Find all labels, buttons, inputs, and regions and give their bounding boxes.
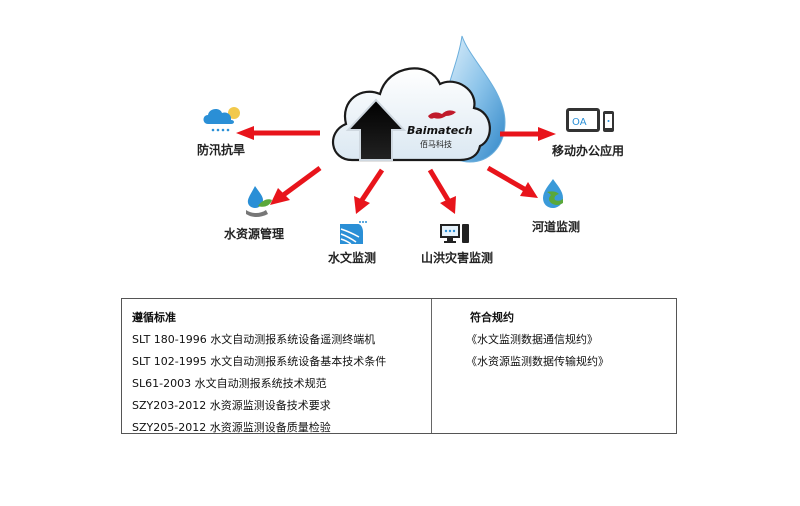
- arrow-to-hydrology: [354, 168, 385, 214]
- logo-mark-icon: [428, 110, 456, 119]
- arrow-to-water-resource: [270, 165, 322, 205]
- node-label-mobile-office: 移动办公应用: [552, 144, 625, 158]
- oa-badge: OA: [572, 117, 587, 128]
- node-label-mountain-flood: 山洪灾害监测: [421, 251, 494, 265]
- arrow-to-mountain-flood: [427, 168, 456, 214]
- hydrology-waves-icon: [340, 221, 367, 245]
- protocol-item: 《水文监测数据通信规约》: [466, 333, 598, 346]
- standards-title: 遵循标准: [132, 311, 176, 324]
- node-label-river: 河道监测: [532, 220, 581, 234]
- node-label-flood: 防汛抗旱: [197, 143, 246, 157]
- brand-name: Baimatech: [407, 124, 473, 137]
- arrow-to-river: [486, 165, 538, 198]
- protocol-item: 《水资源监测数据传输规约》: [466, 355, 609, 368]
- arrow-to-flood: [236, 126, 320, 140]
- arrow-to-mobile-office: [500, 127, 556, 141]
- tablet-phone-icon: OA: [566, 108, 614, 132]
- protocols-title: 符合规约: [470, 311, 514, 324]
- weather-cloud-rain-icon: [203, 107, 240, 132]
- system-diagram: Baimatech 佰马科技: [197, 35, 625, 265]
- standards-table: 遵循标准 SLT 180-1996 水文自动测报系统设备遥测终端机 SLT 10…: [121, 298, 677, 434]
- node-label-hydrology: 水文监测: [328, 251, 377, 265]
- diagram-canvas: Baimatech 佰马科技: [203, 35, 614, 245]
- standard-item: SLT 180-1996 水文自动测报系统设备遥测终端机: [132, 333, 376, 346]
- standard-item: SLT 102-1995 水文自动测报系统设备基本技术条件: [132, 355, 387, 368]
- upload-arrow-icon: [345, 98, 407, 161]
- river-drop-icon: [543, 179, 563, 208]
- brand-subtitle: 佰马科技: [420, 139, 452, 149]
- standards-column: 遵循标准 SLT 180-1996 水文自动测报系统设备遥测终端机 SLT 10…: [122, 299, 432, 434]
- node-label-water-resource: 水资源管理: [224, 227, 285, 241]
- standard-item: SZY203-2012 水资源监测设备技术要求: [132, 399, 331, 412]
- protocols-column: 符合规约 《水文监测数据通信规约》 《水资源监测数据传输规约》: [432, 299, 676, 433]
- standard-item: SZY205-2012 水资源监测设备质量检验: [132, 421, 331, 434]
- standard-item: SL61-2003 水文自动测报系统技术规范: [132, 377, 327, 390]
- computer-monitor-icon: [440, 224, 469, 243]
- water-drop-hand-icon: [246, 186, 272, 217]
